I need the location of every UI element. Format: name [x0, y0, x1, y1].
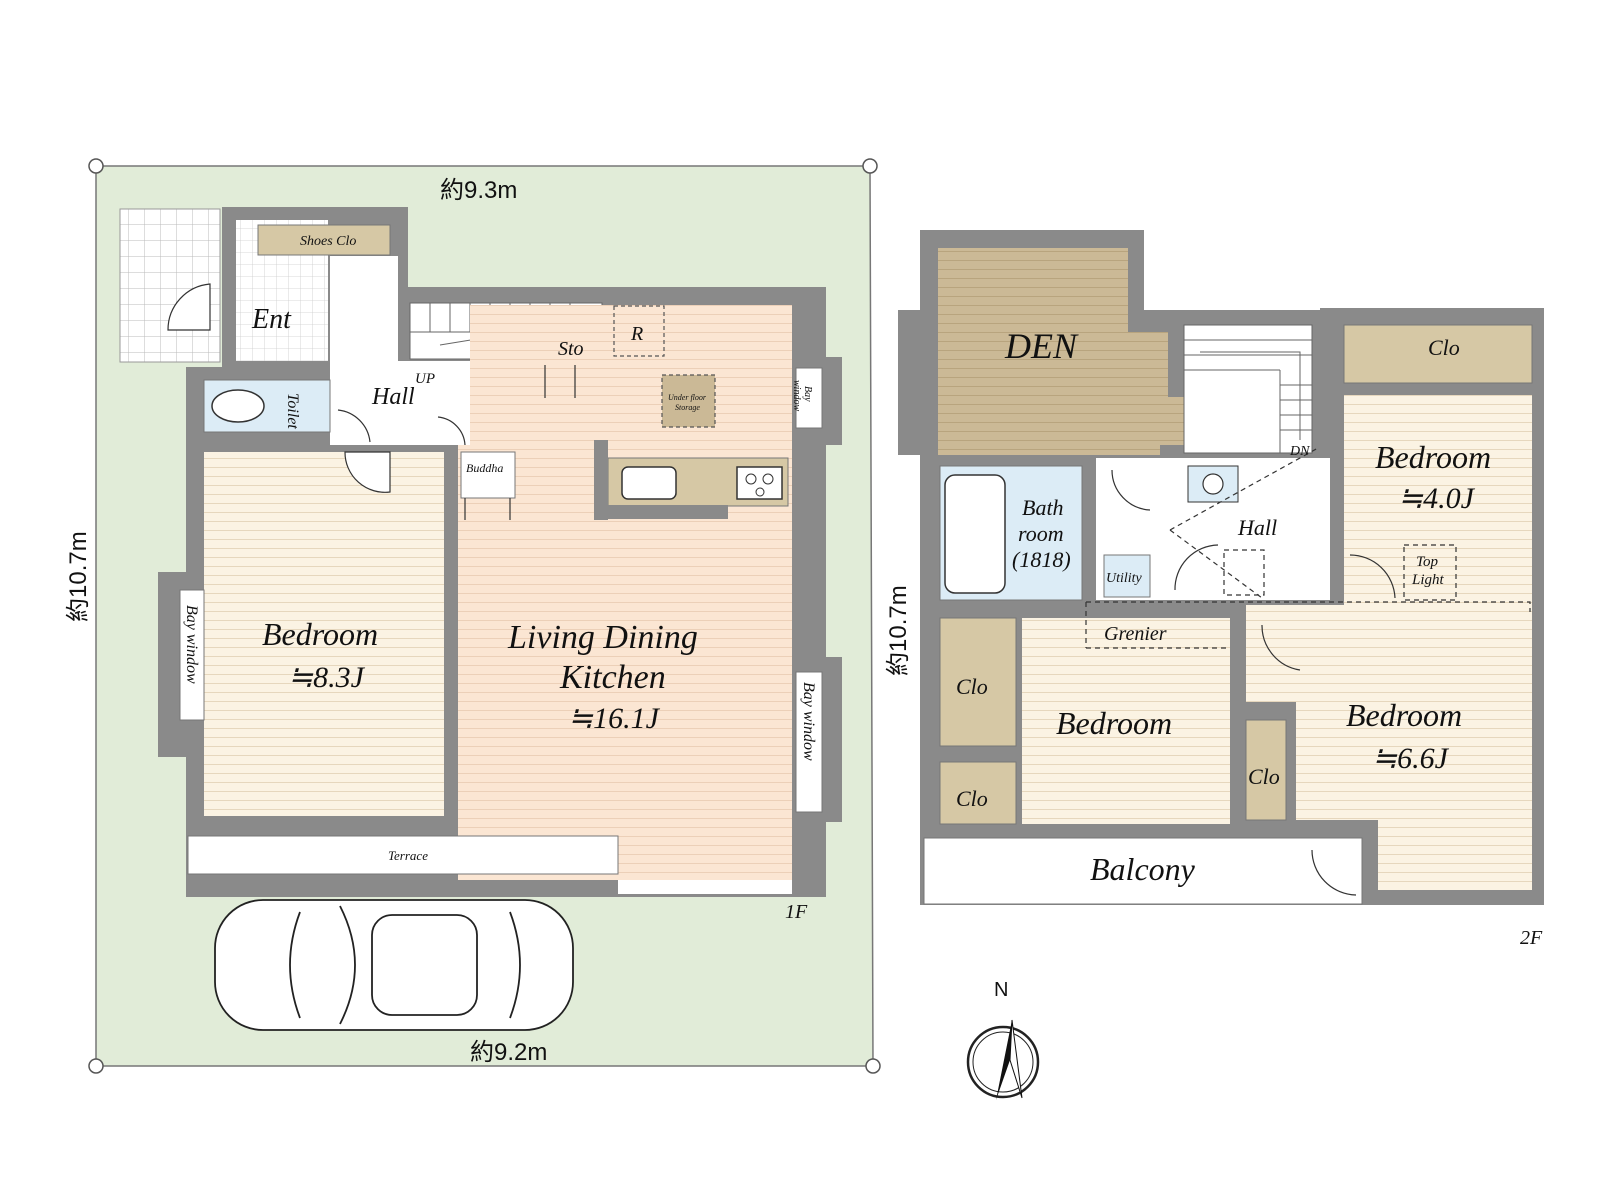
floor2-plan: 約10.7m 2F DEN Clo Bedroom ≒4.0J DN Bath …	[885, 230, 1544, 949]
closet-w2	[939, 761, 1017, 825]
label-bath-2: room	[1018, 521, 1064, 546]
label-bay-kitchen-1: Bay	[802, 386, 813, 402]
label-ldk-2: Kitchen	[559, 659, 666, 696]
closet-mid	[1245, 719, 1287, 821]
bay-window-right	[795, 671, 823, 813]
compass-north: N	[994, 979, 1008, 1001]
label-bedroom-ne-size: ≒4.0J	[1398, 482, 1476, 515]
bathtub	[944, 474, 1006, 594]
label-shoes-clo: Shoes Clo	[300, 234, 356, 249]
sink	[621, 466, 677, 500]
den-floor	[938, 248, 1258, 455]
closet-w1	[939, 617, 1017, 747]
label-clo-mid: Clo	[1248, 764, 1280, 789]
dim-bottom-1f: 約9.2m	[470, 1039, 547, 1066]
bay-window-left	[179, 589, 205, 721]
compass-icon: N	[966, 979, 1040, 1100]
label-ldk-size: ≒16.1J	[568, 702, 661, 735]
label-ldk-1: Living Dining	[507, 619, 698, 656]
bedroom-s-floor	[1022, 618, 1230, 824]
label-toilet: Toilet	[284, 393, 301, 429]
terrace	[187, 835, 619, 875]
label-hall-2f: Hall	[1237, 515, 1277, 540]
label-utility: Utility	[1106, 571, 1143, 586]
label-balcony: Balcony	[1090, 851, 1196, 887]
label-sto: Sto	[558, 338, 584, 360]
grenier-outline	[1086, 601, 1531, 612]
bay-window-kitchen	[795, 367, 823, 429]
toilet-fixture	[211, 389, 265, 423]
label-bedroom-1f: Bedroom	[262, 616, 378, 652]
bedroom1-floor	[204, 452, 444, 816]
bedroom-se-floor	[1246, 605, 1532, 890]
label-terrace: Terrace	[388, 848, 428, 863]
label-bedroom-1f-size: ≒8.3J	[288, 661, 366, 694]
label-grenier: Grenier	[1104, 623, 1167, 645]
label-bay-kitchen-2: window	[791, 380, 802, 411]
dim-top-1f: 約9.3m	[440, 177, 517, 204]
label-underfloor-1: Under floor	[668, 393, 707, 402]
utility-box	[1103, 554, 1151, 598]
hall-floor-2	[330, 361, 470, 445]
car-icon	[214, 899, 574, 1031]
label-bedroom-se: Bedroom	[1346, 697, 1462, 733]
floor1-plan: 約9.3m 約9.2m 約10.7m 1F Shoes Clo Ent Toil…	[65, 158, 881, 1074]
floor2-label: 2F	[1520, 927, 1543, 949]
dim-left-2f: 約10.7m	[885, 585, 912, 676]
label-bedroom-s: Bedroom	[1056, 705, 1172, 741]
label-bedroom-se-size: ≒6.6J	[1372, 742, 1450, 775]
label-r: R	[630, 323, 643, 345]
label-buddha: Buddha	[466, 461, 503, 475]
label-clo-w2: Clo	[956, 786, 988, 811]
label-dn: DN	[1289, 444, 1310, 459]
label-bay-right: Bay window	[800, 682, 817, 761]
ldk-floor-top	[470, 305, 792, 445]
dim-left-1f: 約10.7m	[65, 531, 92, 622]
label-bay-left: Bay window	[183, 605, 200, 684]
label-clo-top: Clo	[1428, 335, 1460, 360]
label-underfloor-2: Storage	[675, 403, 700, 412]
closet-top	[1343, 324, 1533, 384]
label-up: UP	[415, 371, 435, 387]
bedroom-ne-floor	[1344, 395, 1532, 605]
underfloor-storage	[661, 374, 716, 428]
label-clo-w1: Clo	[956, 674, 988, 699]
label-top-light-2: Light	[1411, 572, 1445, 588]
label-hall-1f: Hall	[371, 384, 415, 410]
shoes-closet	[257, 224, 391, 256]
label-ent: Ent	[251, 304, 292, 335]
label-den: DEN	[1004, 326, 1079, 366]
label-bath-3: (1818)	[1012, 547, 1071, 572]
stairs-2f	[1183, 324, 1313, 454]
hall-floor	[330, 256, 398, 361]
label-bedroom-ne: Bedroom	[1375, 439, 1491, 475]
label-top-light-1: Top	[1416, 554, 1438, 570]
floor1-label: 1F	[785, 901, 808, 923]
buddha-altar	[460, 451, 516, 499]
label-bath-1: Bath	[1022, 495, 1064, 520]
stove	[736, 466, 783, 500]
refrigerator-space	[613, 305, 665, 357]
